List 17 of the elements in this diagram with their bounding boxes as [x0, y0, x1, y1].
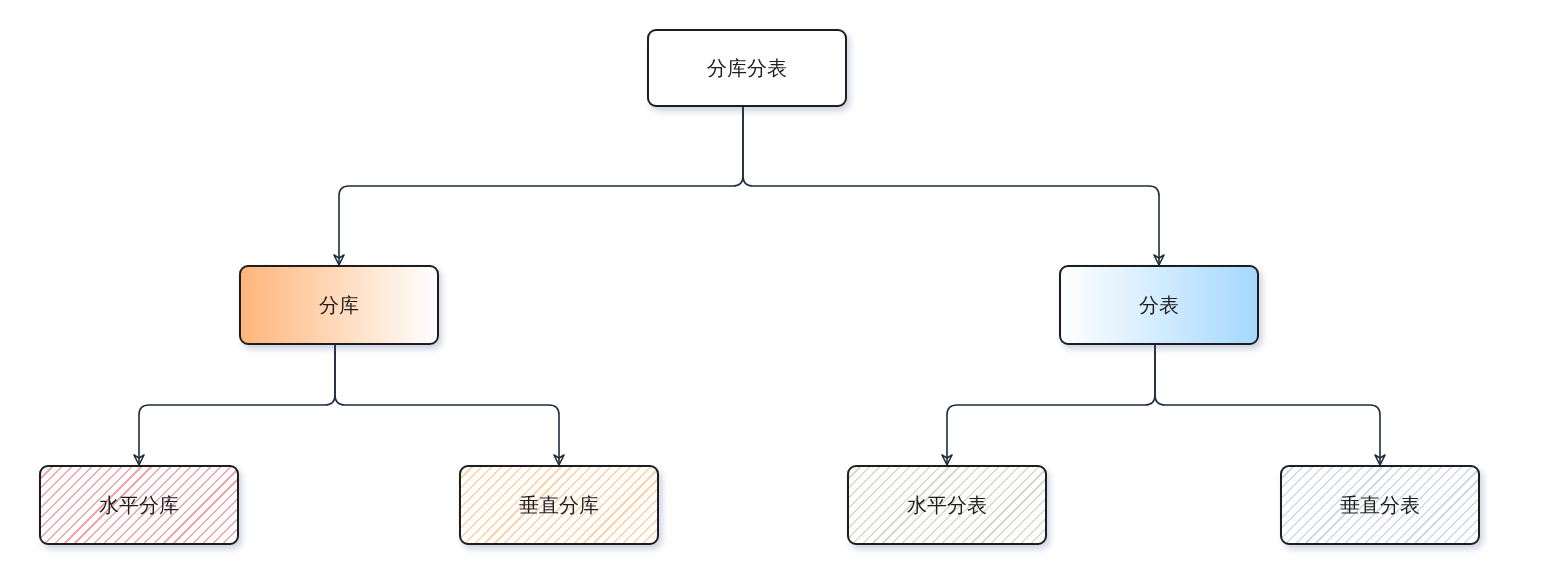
process-box: [239, 265, 439, 345]
node-label: 水平分库: [99, 491, 179, 519]
node-label: 分表: [1139, 291, 1179, 319]
node-label: 分库: [319, 291, 359, 319]
node-label: 分库分表: [707, 54, 787, 82]
process-box: [459, 465, 659, 545]
process-box: [847, 465, 1047, 545]
process-box: [39, 465, 239, 545]
process-box: [1059, 265, 1259, 345]
arrow: [1154, 344, 1386, 466]
process-box: [1280, 465, 1480, 545]
node-label: 垂直分库: [519, 491, 599, 519]
process-box: [647, 29, 847, 107]
node-label: 水平分表: [907, 491, 987, 519]
arrow: [334, 344, 565, 466]
node-label: 垂直分表: [1340, 491, 1420, 519]
arrow: [742, 106, 1165, 266]
